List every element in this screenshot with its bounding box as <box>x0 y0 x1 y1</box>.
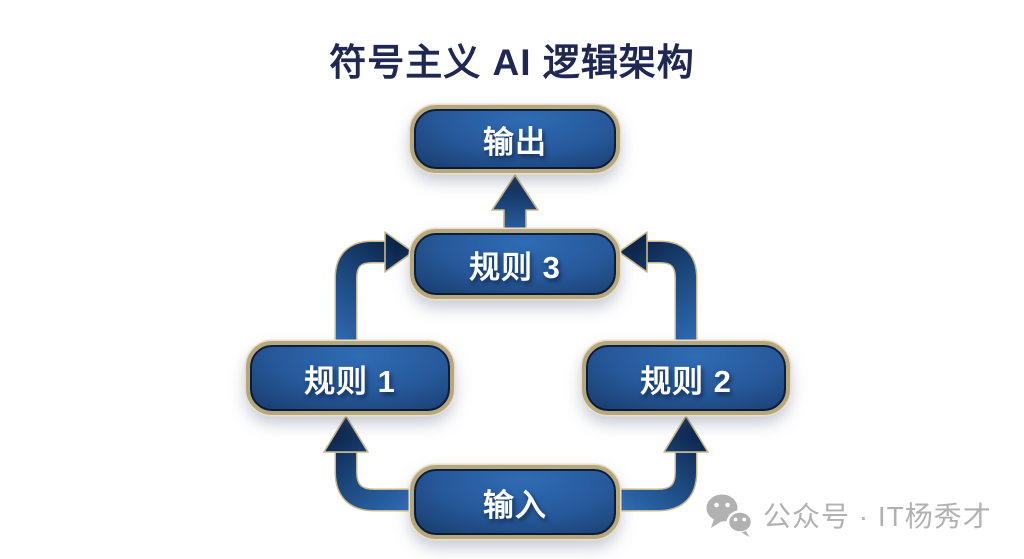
node-rule2: 规则 2 <box>582 341 790 415</box>
watermark-text: 公众号 · IT杨秀才 <box>763 501 992 532</box>
diagram-title: 符号主义 AI 逻辑架构 <box>329 42 695 83</box>
node-output-label: 输出 <box>483 124 547 160</box>
node-rule2-label: 规则 2 <box>640 363 732 399</box>
watermark: 公众号 · IT杨秀才 <box>704 492 992 538</box>
node-output: 输出 <box>410 105 620 173</box>
wechat-icon <box>706 494 754 537</box>
node-input-label: 输入 <box>483 487 547 523</box>
node-rule3-label: 规则 3 <box>469 249 561 285</box>
edge-rule2-rule3 <box>618 231 698 348</box>
node-rule1: 规则 1 <box>246 341 454 415</box>
node-input: 输入 <box>410 465 620 539</box>
edge-input-rule2 <box>614 415 709 512</box>
node-rule1-label: 规则 1 <box>304 363 396 399</box>
edge-rule1-rule3 <box>334 231 414 348</box>
edge-input-rule1 <box>323 415 418 512</box>
node-rule3: 规则 3 <box>410 229 620 299</box>
